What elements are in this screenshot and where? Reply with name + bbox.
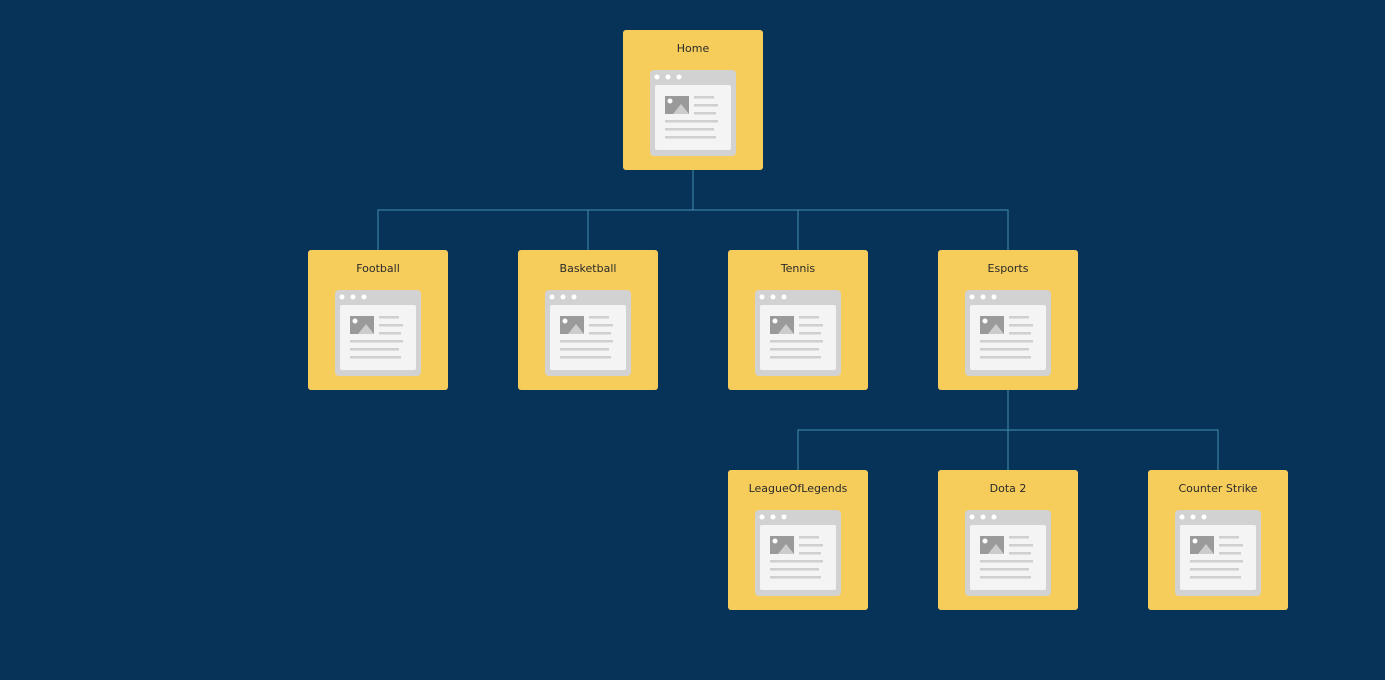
webpage-icon [965,510,1051,596]
webpage-icon [755,290,841,376]
node-football[interactable]: Football [308,250,448,390]
node-tennis[interactable]: Tennis [728,250,868,390]
node-label-tennis: Tennis [780,262,816,275]
connector-esports-cs [1007,390,1219,470]
node-dota-2[interactable]: Dota 2 [938,470,1078,610]
node-label-league-of-legends: LeagueOfLegends [748,482,848,495]
node-label-football: Football [356,262,400,275]
node-label-esports: Esports [987,262,1029,275]
webpage-icon [755,510,841,596]
webpage-icon [965,290,1051,376]
node-league-of-legends[interactable]: LeagueOfLegends [728,470,868,610]
node-esports[interactable]: Esports [938,250,1078,390]
webpage-icon [335,290,421,376]
node-home[interactable]: Home [623,30,763,170]
node-basketball[interactable]: Basketball [518,250,658,390]
webpage-icon [545,290,631,376]
webpage-icon [650,70,736,156]
webpage-icon [1175,510,1261,596]
node-label-counter-strike: Counter Strike [1178,482,1258,495]
connector-esports-lol [797,390,1009,470]
node-label-basketball: Basketball [559,262,617,275]
connector-home-esports [692,170,1009,250]
connector-home-basketball [587,170,694,250]
node-label-home: Home [676,42,710,55]
node-counter-strike[interactable]: Counter Strike [1148,470,1288,610]
node-label-dota-2: Dota 2 [989,482,1027,495]
